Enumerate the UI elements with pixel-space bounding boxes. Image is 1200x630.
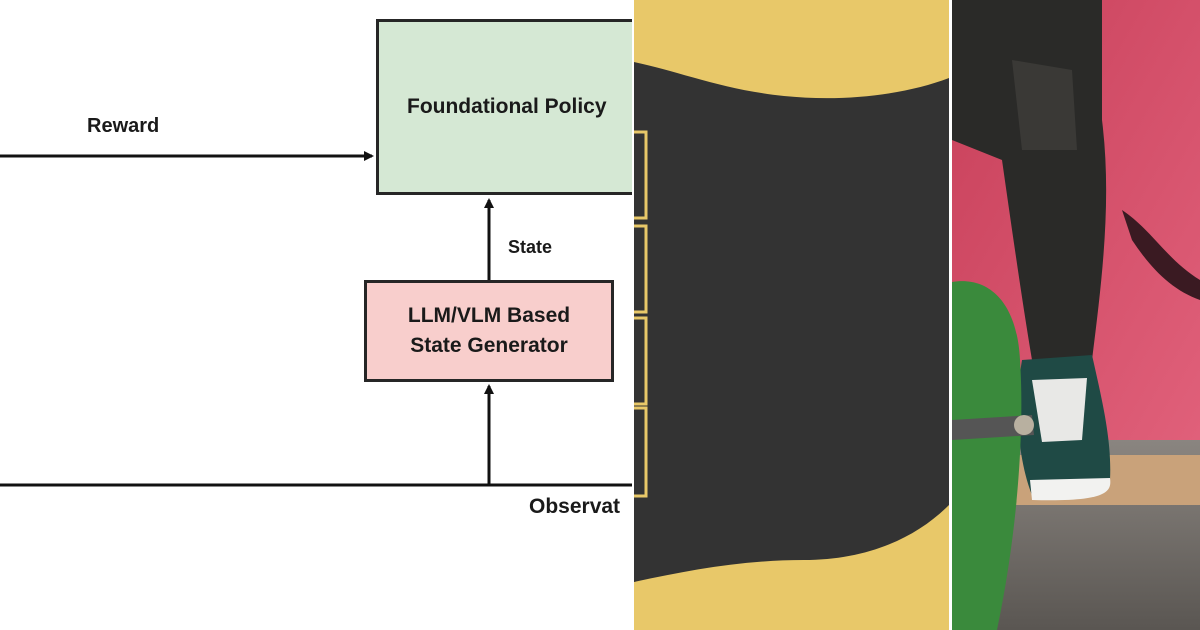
- panel-divider: [949, 0, 952, 630]
- state-generator-box: LLM/VLM Based State Generator: [364, 280, 614, 382]
- sneaker-laces: [1032, 378, 1087, 442]
- sneaker-sole: [1030, 478, 1111, 501]
- diagram-connectors: [0, 151, 632, 487]
- skateboarder-sneaker-photo-icon: [952, 0, 1200, 630]
- outlined-frames: [634, 130, 648, 498]
- panel-divider: [632, 0, 635, 630]
- skateboard-truck: [952, 415, 1034, 440]
- trousers-fold: [1012, 60, 1077, 150]
- abstract-graphic-panel: [634, 0, 949, 630]
- skateboard-deck: [952, 281, 1022, 630]
- top-wave: [634, 0, 949, 99]
- wave-shapes-icon: [634, 0, 949, 630]
- wall-shadow: [1122, 210, 1200, 300]
- bottom-wave: [634, 505, 949, 630]
- skateboarder-photo: [952, 0, 1200, 630]
- diagram-panel: Reward Foundational Policy State LLM/VLM…: [0, 19, 632, 518]
- reward-label: Reward: [87, 115, 160, 137]
- generator-label-line1: LLM/VLM Based: [407, 304, 571, 327]
- skateboard-wheel: [1014, 415, 1034, 435]
- state-label: State: [508, 237, 553, 257]
- foundational-policy-box: Foundational Policy: [376, 19, 632, 195]
- generator-label-line2: State Generator: [410, 334, 568, 357]
- policy-label: Foundational Policy: [407, 95, 607, 118]
- observation-label: Observat: [529, 495, 621, 518]
